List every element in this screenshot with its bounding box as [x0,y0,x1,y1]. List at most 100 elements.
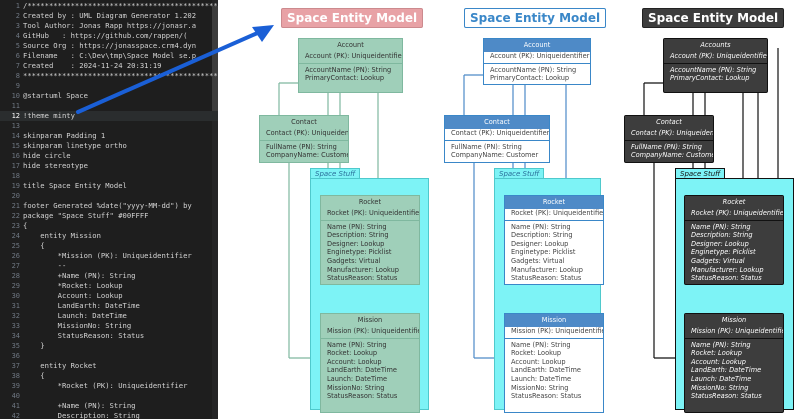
code-text[interactable]: ****************************************… [23,71,218,80]
code-line[interactable]: 9 [0,81,218,91]
code-line[interactable]: 24 entity Mission [0,231,218,241]
code-line[interactable]: 38 { [0,371,218,381]
code-text[interactable]: GitHub : https://github.com/rappen/( [23,31,188,40]
code-line[interactable]: 41 +Name (PN): String [0,401,218,411]
code-line[interactable]: 28 +Name (PN): String [0,271,218,281]
code-text[interactable]: +Name (PN): String [23,401,136,410]
code-text[interactable]: Filename : C:\Dev\tmp\Space Model se.p [23,51,197,60]
code-text[interactable]: skinparam Padding 1 [23,131,106,140]
code-text[interactable]: entity Rocket [23,361,97,370]
code-text[interactable]: -- [23,261,67,270]
code-text[interactable]: Created : 2024-11-24 20:31:19 [23,61,162,70]
code-text[interactable]: footer Generated %date("yyyy-MM-dd") by [23,201,192,210]
line-number: 30 [11,292,20,300]
code-text[interactable]: *Rocket (PK): Uniqueidentifier [23,381,188,390]
code-text[interactable]: !theme minty [23,111,75,120]
code-line[interactable]: 40 [0,391,218,401]
code-editor[interactable]: 1/**************************************… [0,0,218,419]
code-line[interactable]: 26 *Mission (PK): Uniqueidentifier [0,251,218,261]
code-line[interactable]: 23{ [0,221,218,231]
code-line[interactable]: 39 *Rocket (PK): Uniqueidentifier [0,381,218,391]
code-text[interactable]: Source Org : https://jonasspace.crm4.dyn [23,41,197,50]
code-line[interactable]: 34 StatusReason: Status [0,331,218,341]
code-line[interactable]: 32 Launch: DateTime [0,311,218,321]
code-text[interactable]: } [23,341,45,350]
code-text[interactable]: Description: String [23,411,140,419]
code-line[interactable]: 31 LandEarth: DateTime [0,301,218,311]
code-text[interactable]: { [23,221,28,230]
line-number: 33 [11,322,20,330]
code-text[interactable]: Created by : UML Diagram Generator 1.202 [23,11,197,20]
code-text[interactable]: entity Mission [23,231,101,240]
code-line[interactable]: 8***************************************… [0,71,218,81]
code-line[interactable]: 27 -- [0,261,218,271]
code-text[interactable]: package "Space Stuff" #00FFFF [23,211,149,220]
code-line[interactable]: 42 Description: String [0,411,218,419]
code-text[interactable]: +Name (PN): String [23,271,136,280]
code-line[interactable]: 20 [0,191,218,201]
line-number: 22 [11,212,20,220]
line-number: 20 [11,192,20,200]
code-text[interactable]: Launch: DateTime [23,311,127,320]
code-text[interactable]: title Space Entity Model [23,181,127,190]
code-line[interactable]: 35 } [0,341,218,351]
primary-key-field: Contact (PK): Uniqueidentifier [631,129,713,137]
code-text[interactable]: hide circle [23,151,71,160]
code-line[interactable]: 25 { [0,241,218,251]
code-text[interactable]: LandEarth: DateTime [23,301,140,310]
code-text[interactable]: skinparam linetype ortho [23,141,127,150]
vertical-scrollbar[interactable] [212,0,218,419]
code-text[interactable]: hide stereotype [23,161,88,170]
code-line[interactable]: 37 entity Rocket [0,361,218,371]
entity-field: AccountName (PN): String [305,65,392,74]
code-line[interactable]: 36 [0,351,218,361]
code-line[interactable]: 30 Account: Lookup [0,291,218,301]
code-line[interactable]: 10@startuml Space [0,91,218,101]
entity-field: Manufacturer: Lookup [511,265,583,274]
code-line[interactable]: 13 [0,121,218,131]
code-text[interactable]: { [23,241,45,250]
code-text[interactable]: *Mission (PK): Uniqueidentifier [23,251,192,260]
code-line[interactable]: 29 *Rocket: Lookup [0,281,218,291]
code-line[interactable]: 12!theme minty [0,111,218,121]
code-line[interactable]: 11 [0,101,218,111]
entity-field: Name (PN): String [327,340,387,349]
code-text[interactable]: @startuml Space [23,91,88,100]
code-line[interactable]: 33 MissionNo: String [0,321,218,331]
code-text[interactable]: Tool Author: Jonas Rapp https://jonasr.a [23,21,197,30]
code-text[interactable]: /***************************************… [23,1,218,10]
code-line[interactable]: 1/**************************************… [0,1,218,11]
code-text[interactable]: *Rocket: Lookup [23,281,123,290]
code-text[interactable]: MissionNo: String [23,321,132,330]
line-number: 12 [11,112,20,120]
code-text[interactable]: Account: Lookup [23,291,123,300]
code-line[interactable]: 18 [0,171,218,181]
code-text[interactable]: { [23,371,45,380]
code-text[interactable]: StatusReason: Status [23,331,145,340]
